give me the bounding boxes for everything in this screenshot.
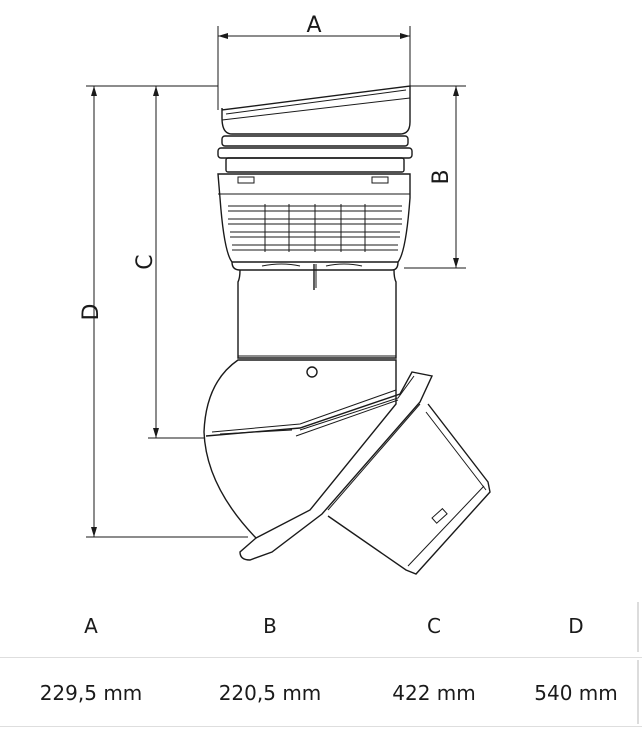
dimension-a-label: A bbox=[306, 13, 321, 38]
lower-pipe bbox=[327, 403, 491, 575]
table-row: 229,5 mm 220,5 mm 422 mm 540 mm bbox=[0, 658, 642, 728]
dimension-table: A B C D 229,5 mm 220,5 mm 422 mm 540 mm bbox=[0, 598, 642, 736]
column-header-a: A bbox=[84, 614, 98, 638]
dimension-b-label: B bbox=[429, 169, 454, 184]
dimension-d-label: D bbox=[79, 304, 104, 321]
table-divider-top bbox=[0, 657, 642, 658]
vent-cap bbox=[217, 85, 413, 263]
dimension-c: C bbox=[133, 85, 218, 439]
column-header-d: D bbox=[568, 614, 584, 638]
table-edge-header bbox=[637, 602, 639, 652]
table-edge-values bbox=[637, 660, 639, 724]
louvre-grille bbox=[228, 204, 402, 290]
table-header-row: A B C D bbox=[0, 598, 642, 654]
column-header-b: B bbox=[263, 614, 277, 638]
vent-pipe bbox=[237, 269, 397, 361]
vent-elbow bbox=[203, 359, 434, 561]
value-a: 229,5 mm bbox=[39, 681, 143, 705]
vent-technical-drawing: A B C D bbox=[79, 13, 491, 575]
table-divider-bottom bbox=[0, 726, 642, 727]
value-b: 220,5 mm bbox=[218, 681, 322, 705]
value-c: 422 mm bbox=[392, 681, 476, 705]
dimension-d: D bbox=[79, 85, 248, 538]
dimension-b: B bbox=[404, 85, 466, 269]
value-d: 540 mm bbox=[534, 681, 618, 705]
column-header-c: C bbox=[427, 614, 441, 638]
dimension-c-label: C bbox=[133, 254, 158, 269]
dimension-a: A bbox=[217, 13, 411, 110]
